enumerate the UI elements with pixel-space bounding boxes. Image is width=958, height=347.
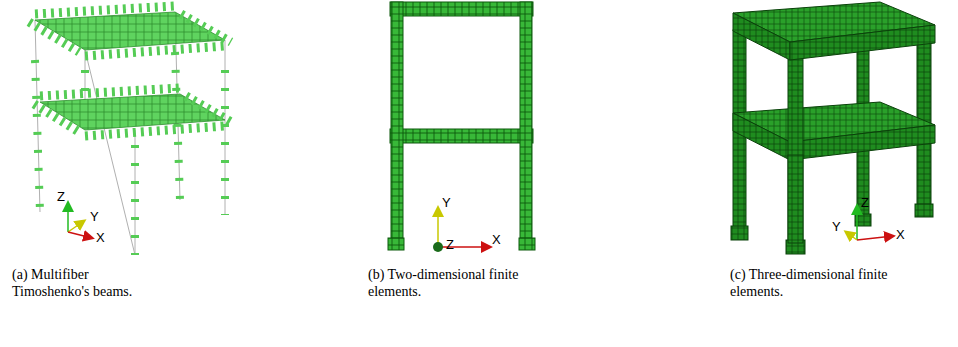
axis-label: Y <box>832 220 841 234</box>
axis-label: X <box>896 228 905 242</box>
axis-label: X <box>492 233 501 247</box>
sub-caption: (b) Two-dimensional finite elements. <box>368 266 528 300</box>
axis-label: Z <box>446 238 454 252</box>
axis-label: Z <box>861 196 869 210</box>
solid-mesh-frame <box>731 2 935 254</box>
sub-caption: (a) Multifiber Timoshenko's beams. <box>12 266 162 300</box>
axis-label: Y <box>90 210 99 224</box>
plane-mesh-frame <box>388 2 535 252</box>
axis-label: Z <box>57 190 65 204</box>
multifiber-frame <box>29 6 231 255</box>
axis-label: X <box>96 231 105 245</box>
axis-label: Y <box>442 196 451 210</box>
sub-caption: (c) Three-dimensional finite elements. <box>730 266 930 300</box>
